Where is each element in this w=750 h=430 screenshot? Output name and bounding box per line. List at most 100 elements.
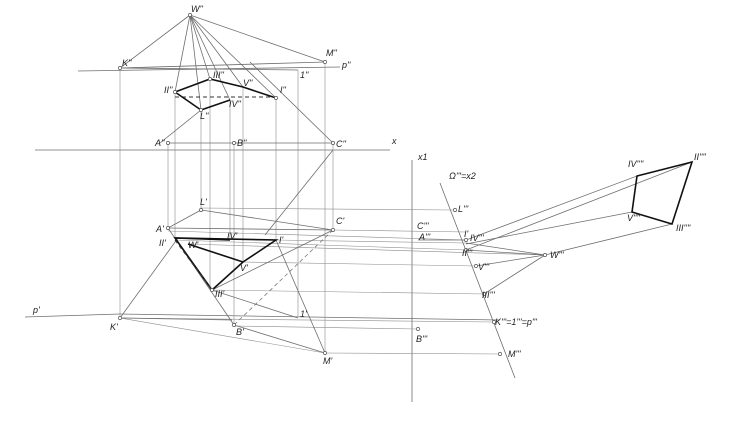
point-M2	[323, 60, 327, 64]
label-one2: 1''	[300, 70, 309, 80]
label-L1: L'	[200, 197, 207, 207]
K2-M2-line	[119, 61, 326, 69]
label-M3: M'''	[508, 349, 521, 359]
link-L-3	[200, 207, 456, 211]
label-III4: III''''	[676, 223, 691, 233]
K1-M1	[119, 317, 233, 321]
link-lines-vertical	[119, 62, 334, 353]
label-II2: II''	[164, 85, 173, 95]
label-V1: V'	[240, 263, 248, 273]
label-x: x	[391, 136, 397, 146]
point-V3	[474, 264, 478, 268]
I1-M1	[275, 239, 326, 354]
link-I-3	[275, 239, 467, 244]
M2-C2	[249, 61, 334, 144]
axis-x2	[439, 182, 516, 379]
link-B-3	[233, 325, 419, 330]
label-W3: W'''	[550, 250, 564, 260]
aux-III3-W3	[483, 254, 546, 295]
point-A1	[166, 226, 170, 230]
label-II1: II'	[159, 238, 166, 248]
true-shape-section	[631, 160, 694, 225]
frontal-section-L-IV	[200, 99, 231, 111]
aux-II3-W3	[465, 249, 546, 256]
point-IV3	[464, 238, 468, 242]
K2-down	[159, 109, 202, 144]
horizontal-projection	[119, 209, 334, 354]
B1-M1	[233, 324, 326, 354]
label-A1: A'	[155, 224, 164, 234]
point-L2	[199, 108, 203, 112]
point-L1	[199, 208, 203, 212]
link-V-3	[242, 261, 477, 267]
label-L3: L'''	[458, 204, 468, 214]
label-K3: K'''=1'''=p'''	[495, 317, 537, 327]
W2-II2	[174, 14, 191, 93]
point-K2	[118, 66, 122, 70]
C1-1	[211, 229, 334, 291]
label-M1: M'	[323, 356, 332, 366]
K2-1-line	[119, 67, 299, 71]
point-M1	[323, 351, 327, 355]
link-lines-horizontal	[119, 207, 546, 355]
horizontal-section-W-V	[187, 243, 244, 263]
link-C-3	[332, 229, 467, 233]
label-V3: V'''	[478, 262, 489, 272]
label-x1: x1	[417, 152, 428, 162]
label-B2: B''	[237, 138, 247, 148]
label-C2: C''	[336, 139, 346, 149]
link-KM-1	[119, 317, 326, 354]
W2-V2	[189, 14, 244, 88]
III1-1	[211, 289, 299, 319]
label-C1: C'	[336, 216, 344, 226]
label-A2: A''	[154, 138, 165, 148]
K1-W1	[119, 237, 179, 319]
point-K3	[492, 320, 496, 324]
label-C3: C'''	[417, 221, 429, 231]
point-III3	[482, 292, 486, 296]
L1-A1	[167, 209, 202, 229]
label-V2: V''	[243, 78, 253, 88]
horizontal-section-II-W	[174, 237, 231, 241]
point-B2	[232, 141, 236, 145]
label-IV3: IV'''	[470, 233, 484, 243]
point-C2	[331, 141, 335, 145]
aux-II3-II4	[465, 161, 693, 251]
aux-W3-III4	[544, 223, 673, 256]
label-IV2: IV''	[229, 99, 241, 109]
point-III2	[208, 77, 212, 81]
A1-C1	[167, 227, 334, 231]
point-C1	[331, 228, 335, 232]
W2-III2	[189, 14, 211, 80]
label-IV1: IV'	[227, 231, 238, 241]
point-W3	[543, 253, 547, 257]
label-p2: p''	[341, 60, 351, 70]
label-A3: A'''	[418, 232, 430, 242]
auxiliary-projection	[418, 160, 694, 295]
label-p1: p'	[32, 305, 40, 315]
trace-p1-ext	[119, 313, 501, 321]
point-L3	[453, 208, 457, 212]
horizontal-section-dash	[174, 239, 213, 291]
label-II4: II''''	[694, 152, 706, 162]
label-III2: III''	[213, 70, 224, 80]
link-II-3	[174, 239, 467, 251]
label-L2: L''	[200, 111, 209, 121]
link-M-3	[324, 352, 501, 355]
W2-M2	[189, 14, 326, 63]
W2-L2	[189, 14, 202, 111]
label-III3: III'''	[482, 290, 495, 300]
point-M3	[498, 352, 502, 356]
label-W2: W''	[191, 4, 203, 14]
label-B3: B'''	[416, 334, 427, 344]
W2-IV2	[189, 14, 231, 101]
label-I1: I'	[464, 229, 469, 239]
aux-IV3-V4	[465, 211, 633, 245]
C2-lower	[264, 149, 334, 236]
label-V4: V''''	[627, 213, 640, 223]
label-one1: 1'	[300, 309, 307, 319]
C1-B1-dash	[233, 229, 334, 326]
label-III1: III'	[215, 289, 225, 299]
label-B1: B'	[236, 327, 244, 337]
point-B1	[232, 323, 236, 327]
